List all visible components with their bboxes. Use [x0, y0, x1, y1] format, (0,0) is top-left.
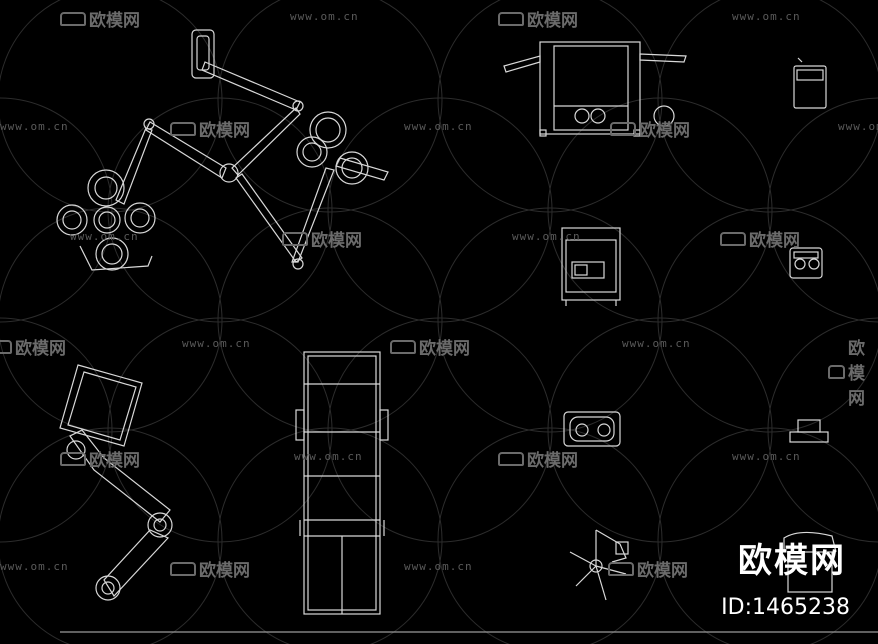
sofa-icon [610, 121, 636, 136]
chair-drawing [569, 529, 629, 601]
watermark-site: www.om.cn [182, 337, 251, 350]
watermark-site: www.om.cn [0, 120, 69, 133]
watermark-site: www.om.cn [838, 120, 878, 133]
sofa-icon [498, 11, 524, 26]
watermark-logo: 欧模网 [720, 226, 800, 251]
watermark-site: www.om.cn [294, 450, 363, 463]
watermark-site: www.om.cn [70, 230, 139, 243]
watermark-site: www.om.cn [404, 120, 473, 133]
monitor-box-drawing [561, 227, 621, 306]
small-stand-drawing [789, 419, 829, 443]
watermark-logo: 欧模网 [610, 116, 690, 141]
sofa-icon [390, 339, 416, 354]
brand-logo-text: 欧模网 [738, 541, 846, 581]
cabinet-drawing [295, 351, 389, 615]
watermark-logo: 欧模网 [60, 6, 140, 31]
watermark-site: www.om.cn [622, 337, 691, 350]
sofa-icon [170, 121, 196, 136]
watermark-site: www.om.cn [290, 10, 359, 23]
watermark-site: www.om.cn [404, 560, 473, 573]
small-device-drawing [789, 247, 823, 279]
model-id: ID:1465238 [721, 595, 850, 620]
watermark-logo: 欧模网 [60, 446, 140, 471]
sofa-icon [828, 364, 845, 379]
watermark-logo: 欧模网 [170, 556, 250, 581]
sofa-icon [498, 451, 524, 466]
small-box-drawing [793, 57, 827, 109]
surgical-lamp-drawing [56, 29, 389, 271]
watermark-logo: 欧模网 [170, 116, 250, 141]
sink-drawing [563, 411, 621, 447]
sofa-icon [0, 339, 12, 354]
watermark-logo: 欧模网 [390, 334, 470, 359]
watermark-logo: 欧模网 [282, 226, 362, 251]
monitor-arm-drawing [59, 364, 173, 601]
watermark-site: www.om.cn [0, 560, 69, 573]
watermark-logo: 欧模网 [498, 6, 578, 31]
sofa-icon [60, 451, 86, 466]
watermark-logo: 欧模网 [608, 556, 688, 581]
watermark-site: www.om.cn [732, 450, 801, 463]
watermark-logo: 欧模网 [498, 446, 578, 471]
watermark-site: www.om.cn [512, 230, 581, 243]
sofa-icon [60, 11, 86, 26]
watermark-logo: 欧模网 [0, 334, 66, 359]
sofa-icon [720, 231, 746, 246]
cart-drawing [503, 41, 687, 137]
bench-drawing [783, 531, 837, 593]
sofa-icon [170, 561, 196, 576]
sofa-icon [282, 231, 308, 246]
sofa-icon [608, 561, 634, 576]
watermark-site: www.om.cn [732, 10, 801, 23]
watermark-logo: 欧模网 [828, 334, 878, 409]
